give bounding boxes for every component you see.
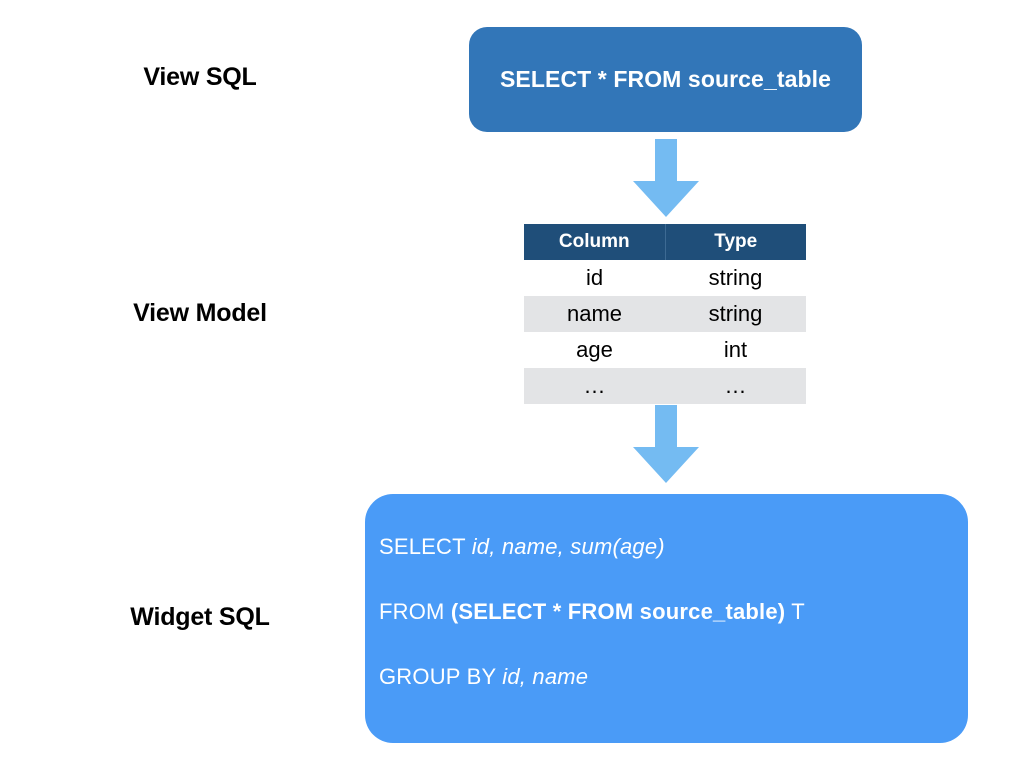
view-sql-box: SELECT * FROM source_table [469,27,862,132]
table-row: name string [524,296,806,332]
sql-keyword-select: SELECT [379,534,472,559]
table-cell-type: string [665,296,806,332]
view-model-table: Column Type id string name string age in… [524,224,806,404]
sql-subquery: (SELECT * FROM source_table) [450,599,786,624]
widget-sql-line-groupby: GROUP BY id, name [379,666,968,688]
sql-select-columns: id, name, sum(age) [471,534,665,559]
table-row: … … [524,368,806,404]
widget-sql-box: SELECT id, name, sum(age) FROM (SELECT *… [365,494,968,743]
table-cell-column: age [524,332,665,368]
table-cell-type: … [665,368,806,404]
widget-sql-line-select: SELECT id, name, sum(age) [379,536,968,558]
table-cell-column: … [524,368,665,404]
table-cell-type: string [665,260,806,296]
row-label-view-sql: View SQL [143,63,257,91]
down-arrow-icon [633,405,699,483]
table-header-column: Column [524,224,665,260]
table-cell-column: id [524,260,665,296]
row-label-widget-sql: Widget SQL [130,603,270,631]
sql-groupby-columns: id, name [502,664,589,689]
widget-sql-line-from: FROM (SELECT * FROM source_table) T [379,601,968,623]
table-row: age int [524,332,806,368]
view-sql-query-text: SELECT * FROM source_table [499,66,832,92]
sql-keyword-from: FROM [379,599,451,624]
sql-keyword-groupby: GROUP BY [379,664,503,689]
table-header-row: Column Type [524,224,806,260]
table-header-type: Type [664,224,806,260]
table-row: id string [524,260,806,296]
row-label-view-model: View Model [133,299,267,327]
down-arrow-icon [633,139,699,217]
table-cell-column: name [524,296,665,332]
table-cell-type: int [665,332,806,368]
sql-table-alias: T [785,599,805,624]
